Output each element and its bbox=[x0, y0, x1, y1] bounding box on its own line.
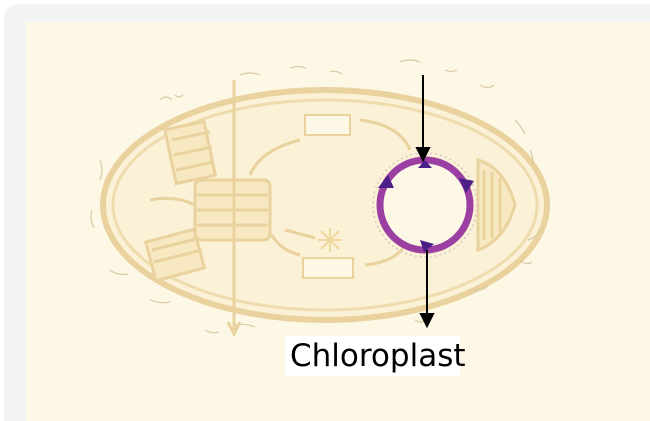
chloroplast-label: Chloroplast bbox=[290, 334, 530, 378]
cycle-ring bbox=[380, 160, 470, 250]
upper-box bbox=[305, 115, 350, 135]
lower-box bbox=[303, 258, 353, 278]
starburst bbox=[318, 228, 342, 252]
